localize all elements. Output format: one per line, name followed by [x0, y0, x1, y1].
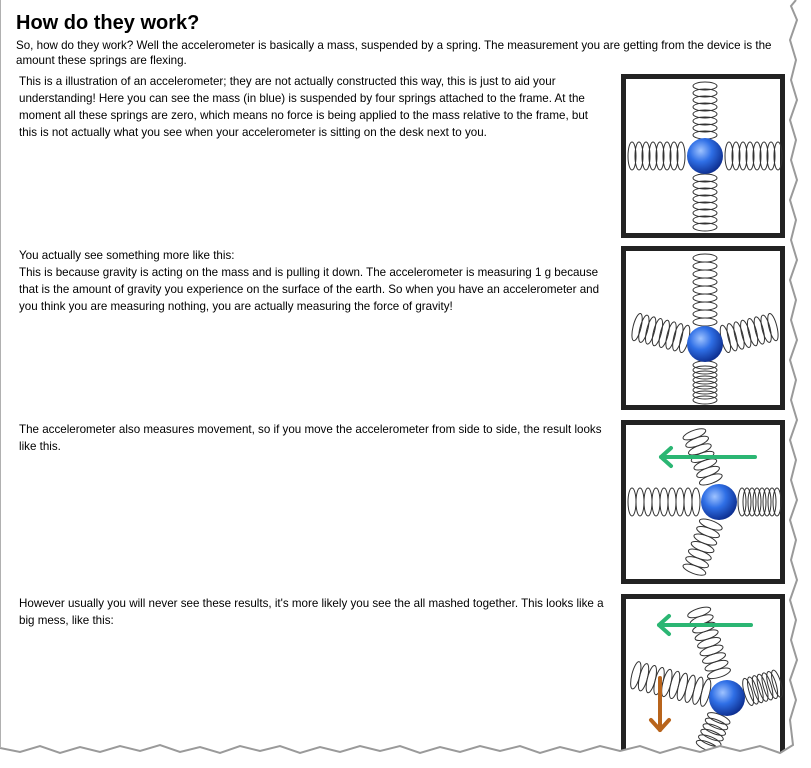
section-3-text: The accelerometer also measures movement…: [19, 423, 602, 453]
spring-top: [692, 81, 718, 140]
spring-left-stretched: [627, 487, 701, 517]
mass-ball: [687, 138, 723, 174]
figure-accelerometer-at-rest: [621, 74, 785, 238]
section-1-text: This is a illustration of an acceleromet…: [19, 75, 589, 139]
figure-accelerometer-mixed: [621, 594, 785, 758]
figure-accelerometer-gravity: [621, 246, 785, 410]
section-4-text: However usually you will never see these…: [19, 597, 604, 627]
figure-accelerometer-movement: [621, 420, 785, 584]
page-title: How do they work?: [16, 12, 200, 34]
spring-right-compressed: [737, 487, 782, 517]
spring-left-angled: [631, 312, 691, 354]
spring-right: [724, 141, 783, 171]
mass-ball: [687, 326, 723, 362]
spring-left-mixed: [630, 661, 712, 707]
spring-left: [627, 141, 686, 171]
spring-bottom: [692, 173, 718, 232]
mass-ball: [701, 484, 737, 520]
mass-ball: [709, 680, 745, 716]
gravity-arrow: [649, 676, 671, 732]
spring-top-mixed: [687, 606, 731, 680]
intro-paragraph: So, how do they work? Well the accelerom…: [16, 39, 772, 67]
section-2-line2: This is because gravity is acting on the…: [19, 266, 600, 313]
spring-right-angled: [719, 312, 779, 354]
section-2-text: You actually see something more like thi…: [19, 247, 609, 315]
movement-arrow: [659, 446, 757, 468]
spring-right-mixed: [742, 669, 783, 706]
spring-bottom-tilted: [682, 518, 723, 576]
spring-top-tilted: [682, 428, 723, 486]
section-2-line1: You actually see something more like thi…: [19, 249, 235, 262]
movement-arrow: [657, 614, 753, 636]
